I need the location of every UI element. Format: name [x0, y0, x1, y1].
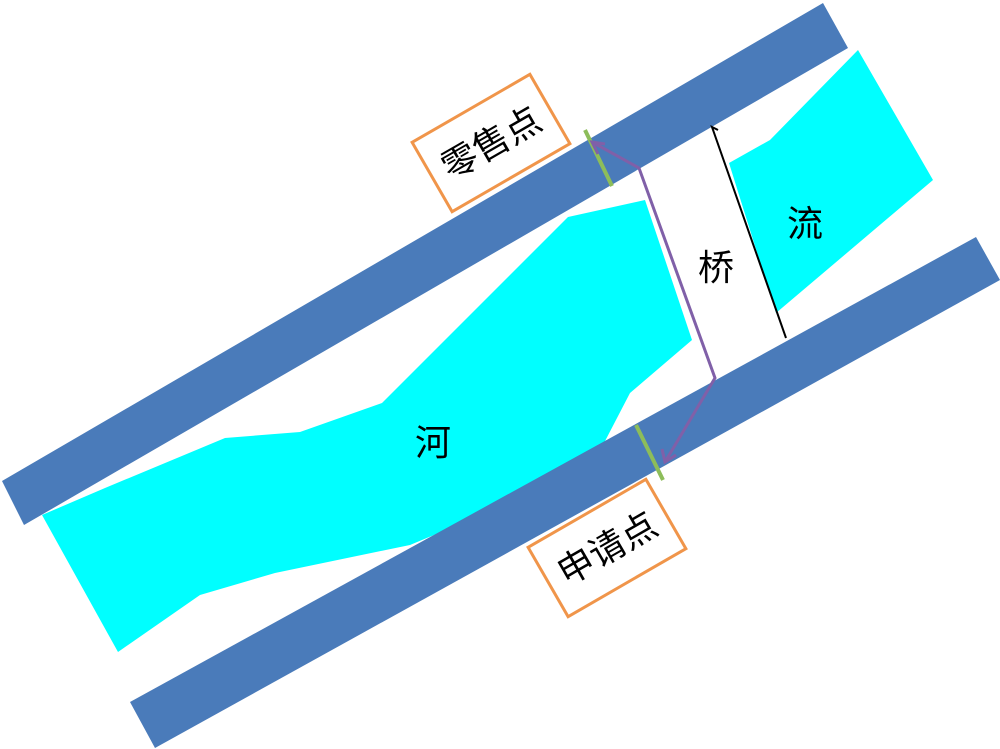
retail-connector-tick [583, 129, 614, 187]
lower-road [130, 237, 1000, 748]
bridge-label: 桥 [698, 248, 734, 289]
route-path [591, 140, 717, 463]
application-point-box [526, 477, 688, 619]
retail-point-box [410, 72, 572, 214]
route-arrowhead-top [589, 140, 606, 155]
application-connector-tick [634, 424, 665, 481]
river-shape-left [42, 200, 692, 652]
upper-road [2, 3, 848, 525]
route-arrowhead-bottom [660, 448, 677, 465]
bridge-bracket [710, 125, 787, 339]
flow-label: 流 [787, 204, 823, 245]
river-shape-right [729, 50, 933, 313]
river-label: 河 [415, 423, 451, 464]
